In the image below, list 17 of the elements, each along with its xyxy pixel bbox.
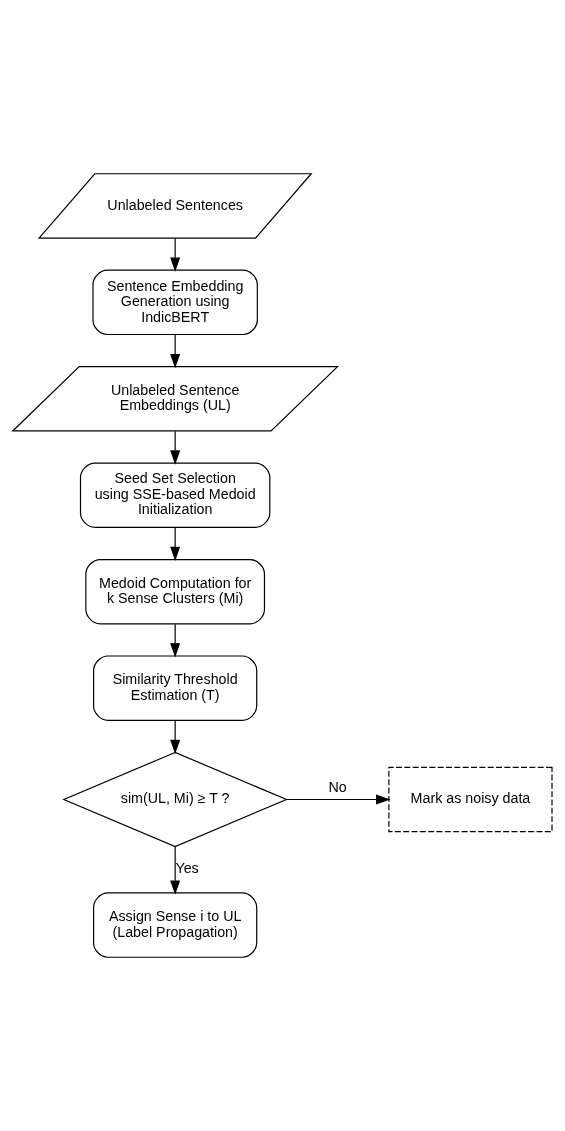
arrow [170,720,181,755]
arrow [170,430,181,465]
node-box: Similarity Threshold Estimation (T) [93,655,258,721]
node-box: Sentence Embedding Generation using IndicBERT [92,269,258,336]
edge-label: No [328,778,347,795]
arrow [170,845,181,895]
node-box: Assign Sense i to UL (Label Propagation) [93,892,258,958]
arrow [170,237,181,272]
node-box: Mark as noisy data [388,766,553,833]
node-box: Seed Set Selection using SSE-based Medoid Initialization [79,462,271,528]
node-box: Medoid Computation for k Sense Clusters (Mi) [85,558,266,625]
arrow [286,794,391,805]
arrow [170,623,181,658]
edge-label: Yes [175,860,199,877]
node-diamond: sim(UL, Mi) ≥ T ? [62,751,288,848]
arrow [170,334,181,369]
arrow [170,527,181,562]
